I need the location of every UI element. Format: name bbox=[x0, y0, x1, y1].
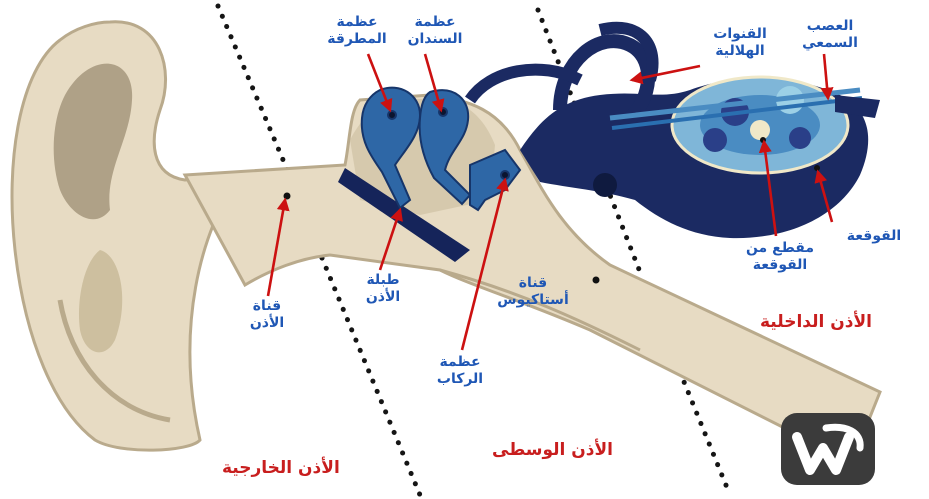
outer-ear-pinna bbox=[12, 22, 240, 450]
cochlea-cross-section-art bbox=[672, 77, 848, 173]
outer-ear-region-title: الأذن الخارجية bbox=[222, 458, 340, 478]
inner-ear-region-title: الأذن الداخلية bbox=[760, 312, 872, 332]
w-logo-icon bbox=[781, 413, 875, 485]
middle-ear-region-title: الأذن الوسطى bbox=[492, 440, 613, 460]
cochlea-label: القوقعة bbox=[834, 228, 914, 245]
